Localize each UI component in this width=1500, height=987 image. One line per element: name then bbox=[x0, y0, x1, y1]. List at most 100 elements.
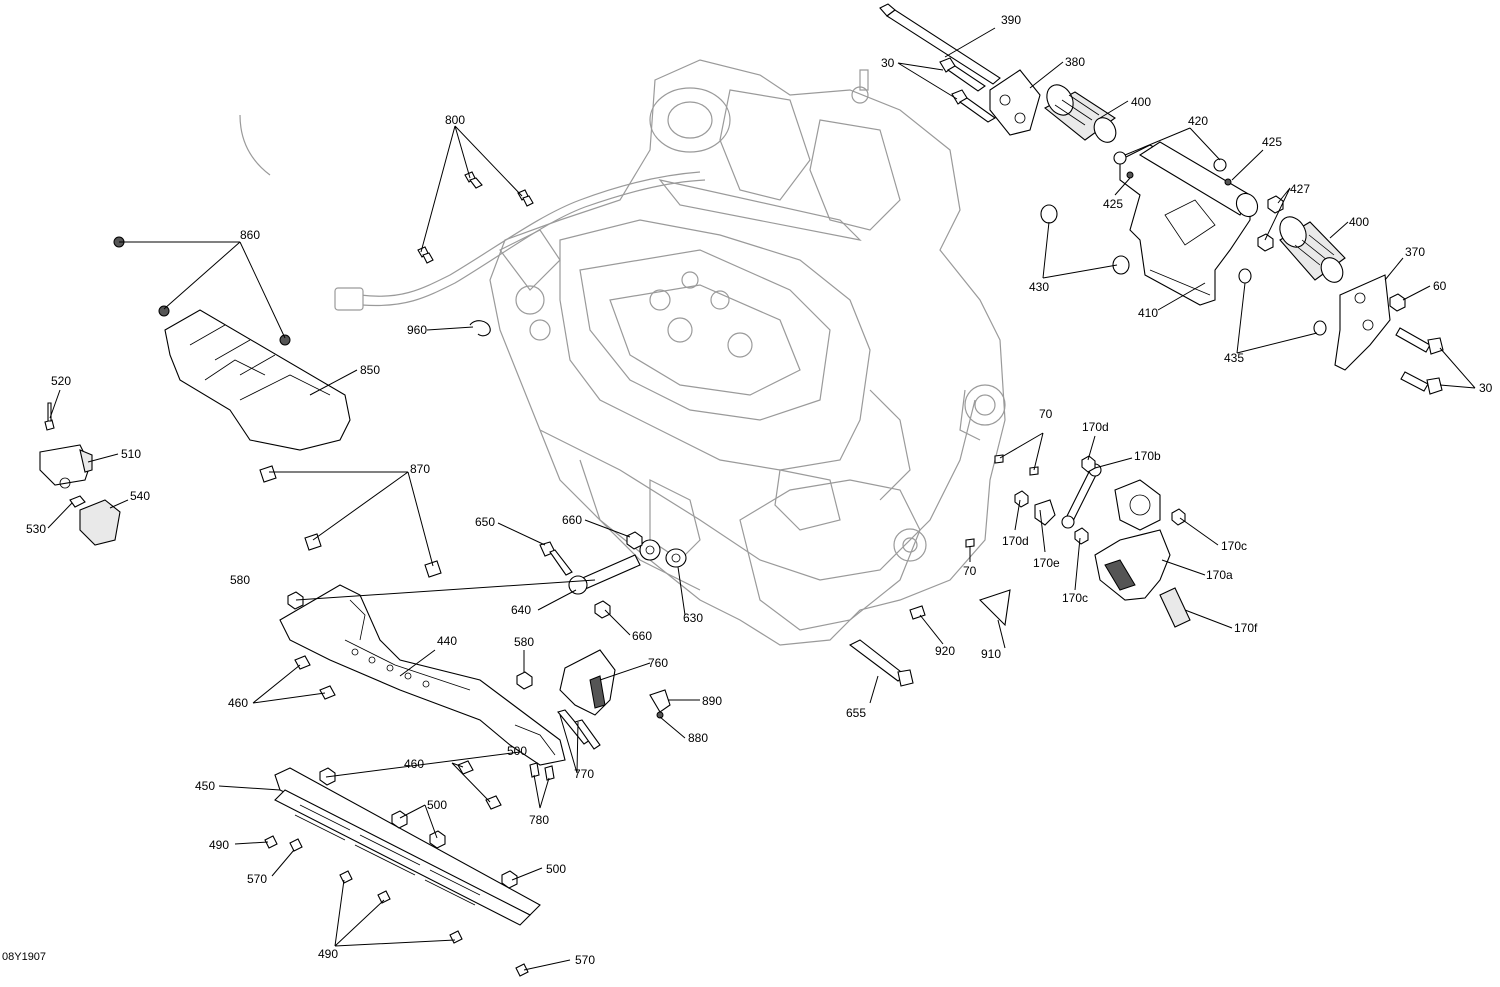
callout-580: 580 bbox=[514, 635, 534, 649]
callout-500: 500 bbox=[427, 798, 447, 812]
callout-660: 660 bbox=[632, 629, 652, 643]
bolts-860 bbox=[113, 236, 291, 346]
callout-170c: 170c bbox=[1062, 591, 1088, 605]
callout-450: 450 bbox=[195, 779, 215, 793]
clamp-920 bbox=[909, 605, 926, 620]
callout-500: 500 bbox=[507, 744, 527, 758]
nut-60 bbox=[1389, 293, 1406, 312]
nut-580 bbox=[287, 591, 533, 690]
shift-rod-170e bbox=[1034, 463, 1102, 529]
callout-960: 960 bbox=[407, 323, 427, 337]
callout-430: 430 bbox=[1029, 280, 1049, 294]
bolts-800 bbox=[417, 171, 534, 264]
sensor-510 bbox=[39, 444, 93, 489]
screw-520 bbox=[44, 402, 55, 431]
callout-370: 370 bbox=[1405, 245, 1425, 259]
callout-520: 520 bbox=[51, 374, 71, 388]
bracket-370 bbox=[1334, 274, 1391, 371]
callout-770: 770 bbox=[574, 767, 594, 781]
damper-400-upper bbox=[1044, 84, 1117, 143]
callout-850: 850 bbox=[360, 363, 380, 377]
callout-570: 570 bbox=[247, 872, 267, 886]
callout-650: 650 bbox=[475, 515, 495, 529]
callout-170a: 170a bbox=[1206, 568, 1233, 582]
callout-170c: 170c bbox=[1221, 539, 1247, 553]
callout-920: 920 bbox=[935, 644, 955, 658]
callout-640: 640 bbox=[511, 603, 531, 617]
callout-170e: 170e bbox=[1033, 556, 1060, 570]
callout-880: 880 bbox=[688, 731, 708, 745]
nut-427 bbox=[1257, 195, 1284, 252]
callout-860: 860 bbox=[240, 228, 260, 242]
callout-490: 490 bbox=[209, 838, 229, 852]
bolt-170f bbox=[1159, 587, 1191, 628]
bolt-30-upper bbox=[939, 57, 997, 123]
callout-655: 655 bbox=[846, 706, 866, 720]
callout-30: 30 bbox=[881, 56, 895, 70]
guard-760 bbox=[559, 649, 616, 716]
long-bolt-390 bbox=[879, 3, 1001, 85]
callout-170f: 170f bbox=[1234, 621, 1258, 635]
callout-420: 420 bbox=[1188, 114, 1208, 128]
callout-440: 440 bbox=[437, 634, 457, 648]
bolts-30-lower bbox=[1395, 327, 1444, 395]
callout-427: 427 bbox=[1290, 182, 1310, 196]
engine-block-outline bbox=[489, 59, 1006, 646]
callout-660: 660 bbox=[562, 513, 582, 527]
studs-770 bbox=[557, 709, 601, 750]
callout-570: 570 bbox=[575, 953, 595, 967]
tube-bracket-410 bbox=[1119, 141, 1259, 306]
bolts-70 bbox=[965, 454, 1039, 548]
callout-760: 760 bbox=[648, 656, 668, 670]
bolt-650 bbox=[539, 541, 573, 576]
callout-870: 870 bbox=[410, 462, 430, 476]
bracket-380 bbox=[989, 69, 1041, 136]
callout-425: 425 bbox=[1103, 197, 1123, 211]
nuts-660 bbox=[594, 531, 643, 619]
callout-580: 580 bbox=[230, 573, 250, 587]
callout-70: 70 bbox=[1039, 407, 1053, 421]
callout-170b: 170b bbox=[1134, 449, 1161, 463]
callout-410: 410 bbox=[1138, 306, 1158, 320]
callout-460: 460 bbox=[228, 696, 248, 710]
callout-170d: 170d bbox=[1082, 420, 1109, 434]
callout-540: 540 bbox=[130, 489, 150, 503]
bolts-490 bbox=[264, 835, 463, 944]
callout-30: 30 bbox=[1479, 381, 1493, 395]
screws-780 bbox=[529, 762, 555, 781]
callout-170d: 170d bbox=[1002, 534, 1029, 548]
callout-800: 800 bbox=[445, 113, 465, 127]
callout-780: 780 bbox=[529, 813, 549, 827]
callout-630: 630 bbox=[683, 611, 703, 625]
damper-400-lower bbox=[1279, 216, 1346, 283]
engine-link-640 bbox=[568, 539, 661, 595]
grommet-530 bbox=[69, 495, 86, 508]
clip-nuts-870 bbox=[259, 465, 442, 578]
nut-880 bbox=[656, 711, 664, 719]
rail-450 bbox=[274, 767, 541, 926]
bolts-570 bbox=[289, 838, 529, 977]
callout-910: 910 bbox=[981, 647, 1001, 661]
wiring-harness bbox=[239, 114, 706, 311]
callout-390: 390 bbox=[1001, 13, 1021, 27]
bolt-655 bbox=[848, 639, 914, 687]
bushing-630 bbox=[665, 548, 687, 568]
callout-400: 400 bbox=[1349, 215, 1369, 229]
callout-890: 890 bbox=[702, 694, 722, 708]
clamp-890 bbox=[649, 689, 671, 713]
callout-labels: 390 30 380 400 420 425 425 427 400 370 6… bbox=[2, 13, 1493, 967]
strap-910 bbox=[978, 589, 1011, 627]
clamp-960 bbox=[469, 320, 491, 337]
callout-425: 425 bbox=[1262, 135, 1282, 149]
callout-490: 490 bbox=[318, 947, 338, 961]
reference-code: 08Y1907 bbox=[2, 951, 46, 963]
callout-500: 500 bbox=[546, 862, 566, 876]
callout-530: 530 bbox=[26, 522, 46, 536]
callout-435: 435 bbox=[1224, 351, 1244, 365]
callout-60: 60 bbox=[1433, 279, 1447, 293]
shift-bracket-170a bbox=[1094, 479, 1171, 601]
cover-540 bbox=[79, 499, 121, 546]
callout-380: 380 bbox=[1065, 55, 1085, 69]
callout-400: 400 bbox=[1131, 95, 1151, 109]
